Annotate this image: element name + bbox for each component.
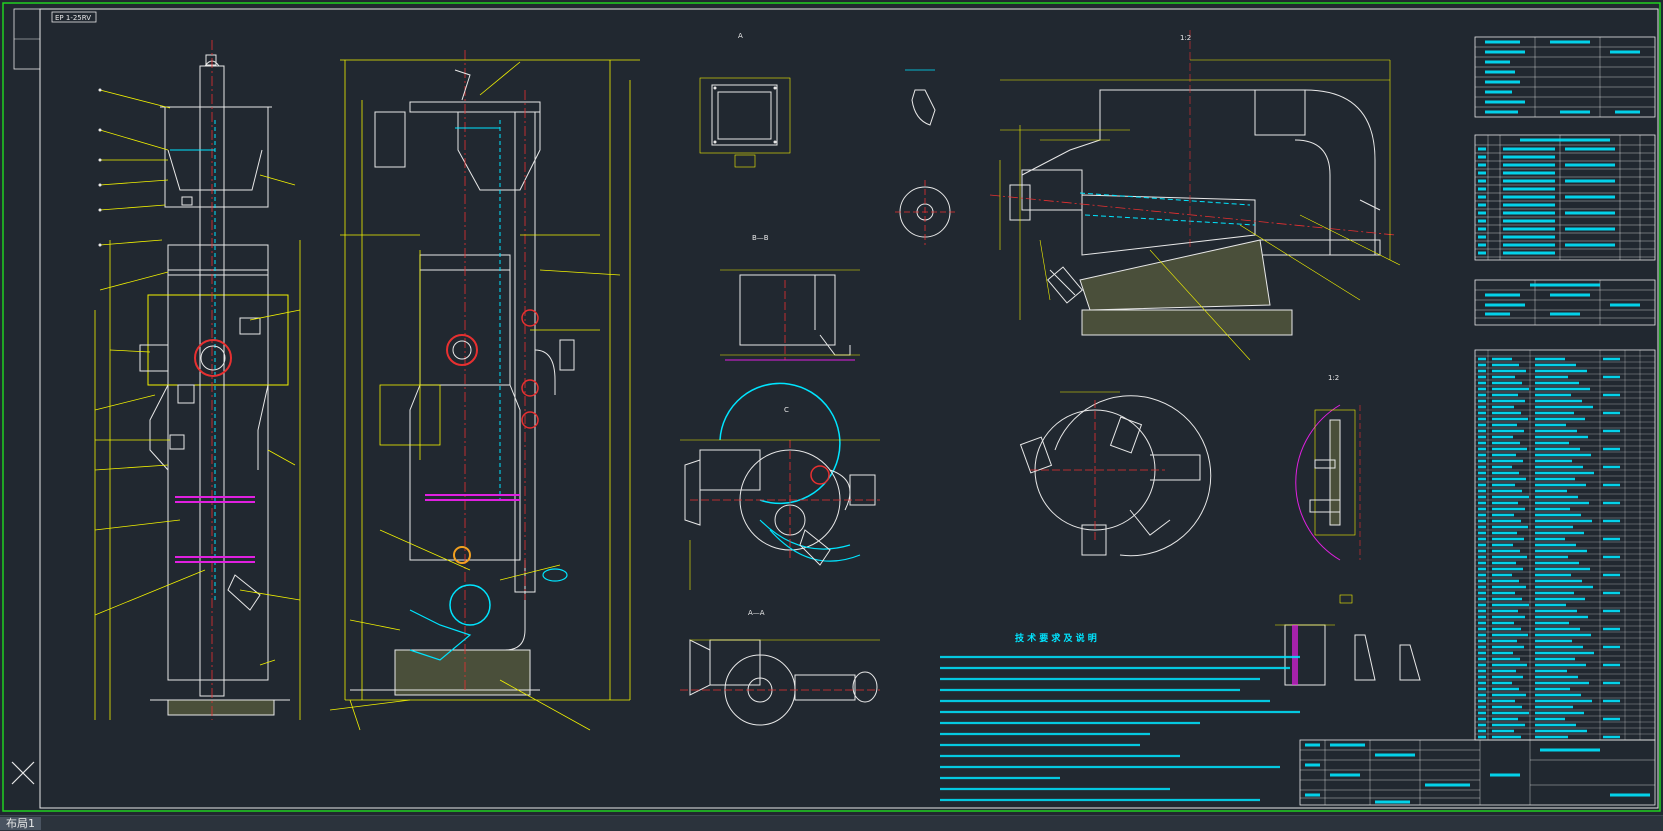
svg-text:B—B: B—B [752, 234, 769, 242]
side-elevation-view [350, 101, 575, 696]
view-c-plan: C [680, 382, 880, 590]
design-data-table [1474, 134, 1656, 261]
horizontal-section-details: 1:2 [989, 30, 1401, 361]
view-a-a: A—A [680, 609, 880, 726]
view-b-b: B—B [720, 234, 860, 361]
small-detail-views [895, 69, 955, 245]
title-block [1299, 739, 1656, 806]
tag-box: EP 1-25RV [51, 11, 97, 23]
svg-text:A: A [738, 32, 743, 40]
svg-text:1:2: 1:2 [1328, 374, 1339, 382]
bracket-detail-views [1275, 594, 1421, 686]
side-elevation-details [329, 50, 640, 731]
detail-section-view: 1:2 [1295, 374, 1361, 561]
weight-table [1474, 279, 1656, 326]
view-a-top: A [699, 32, 791, 168]
drawing-frame [39, 8, 1659, 809]
layout-tab-bar: 布局1 [0, 815, 1663, 831]
parts-list-table [1474, 349, 1656, 741]
svg-text:C: C [784, 406, 789, 414]
svg-text:技 术 要 求 及 说 明: 技 术 要 求 及 说 明 [1015, 632, 1097, 644]
outer-frame [2, 2, 1661, 812]
svg-text:1:2: 1:2 [1180, 34, 1191, 42]
ucs-icon [11, 761, 35, 785]
front-elevation-view [147, 54, 290, 716]
technical-notes-block: 技 术 要 求 及 说 明 [940, 632, 1300, 802]
svg-text:A—A: A—A [748, 609, 765, 617]
layout-tab[interactable]: 布局1 [0, 817, 41, 830]
nozzle-table [1474, 36, 1656, 118]
svg-text:EP 1-25RV: EP 1-25RV [55, 14, 91, 22]
horizontal-section-view [1009, 89, 1381, 336]
front-elevation-details [94, 40, 301, 720]
ring-plan-view [1019, 391, 1212, 557]
